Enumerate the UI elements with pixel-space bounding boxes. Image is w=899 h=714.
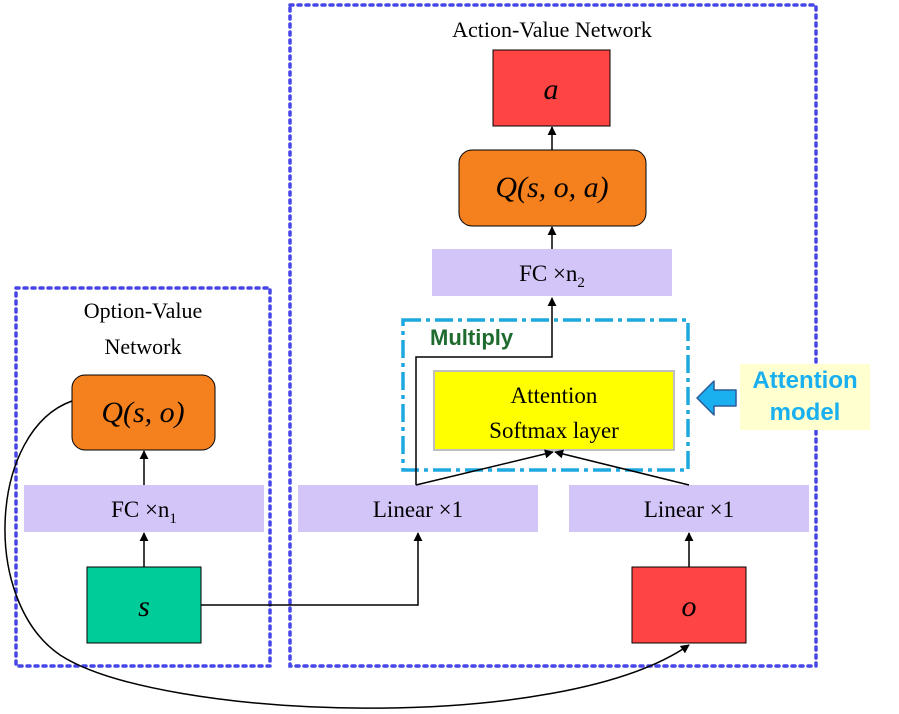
action-node-label: a: [544, 73, 559, 106]
attention-model-label-bg: [740, 364, 870, 430]
connector-multiply-path: [415, 297, 557, 485]
linear-right-label: Linear ×1: [644, 497, 734, 522]
action-value-network-title: Action-Value Network: [452, 17, 652, 42]
fc-n2-label: FC ×n2: [519, 261, 585, 291]
linear-right-layer: [569, 485, 809, 532]
attention-model-label-line2: model: [770, 399, 841, 426]
left-arrow-icon: [696, 380, 737, 416]
state-node-label: s: [138, 590, 150, 623]
option-value-network-title-line2: Network: [105, 334, 182, 359]
action-node: [492, 49, 611, 127]
state-node: [86, 566, 202, 644]
fc-n1-layer: [24, 485, 264, 532]
q-so-node-label: Q(s, o): [101, 396, 184, 429]
attention-softmax-line2: Softmax layer: [489, 418, 619, 443]
connector-state-to-linear-left: [201, 532, 423, 606]
connector-q-so-to-option: [4, 400, 690, 709]
q-so-node: [71, 374, 216, 451]
option-value-network-title-line1: Option-Value: [84, 298, 203, 323]
multiply-label: Multiply: [430, 325, 514, 350]
fc-n1-subscript: 1: [169, 511, 177, 527]
fc-n2-subscript: 2: [577, 275, 585, 291]
attention-softmax-line1: Attention: [511, 383, 598, 408]
action-value-network-group: [288, 3, 818, 668]
option-value-network-group: [14, 286, 272, 668]
attention-model-label-line1: Attention: [752, 367, 857, 394]
attention-model-group: [401, 318, 690, 472]
arrow-linear-left-to-attention: [415, 449, 554, 486]
linear-left-label: Linear ×1: [373, 497, 463, 522]
linear-left-layer: [298, 485, 538, 532]
option-node: [631, 566, 747, 644]
attention-softmax-layer: [433, 370, 675, 451]
fc-n2-layer: [432, 249, 672, 296]
option-node-label: o: [682, 590, 697, 623]
q-soa-node-label: Q(s, o, a): [495, 171, 608, 204]
fc-n1-label: FC ×n1: [111, 497, 177, 527]
arrow-linear-right-to-attention: [554, 449, 690, 486]
